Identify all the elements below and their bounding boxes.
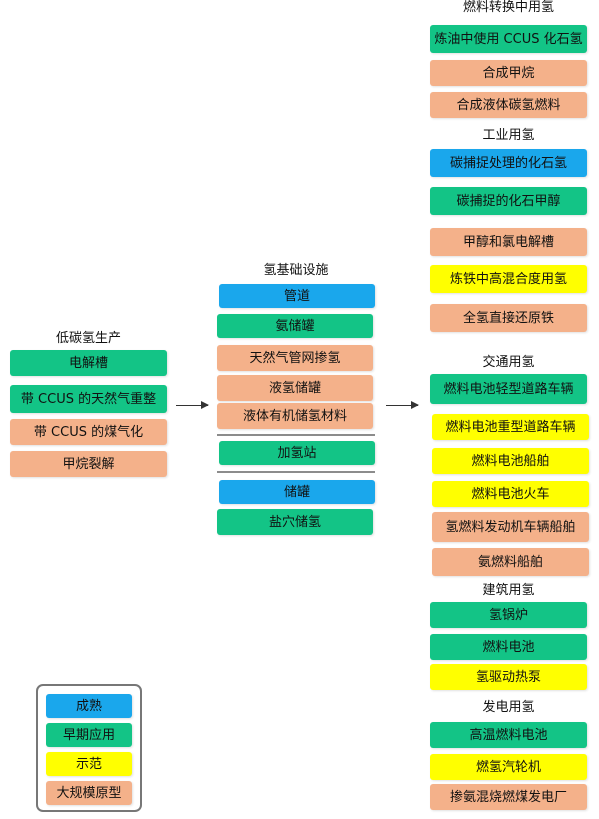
use-h2-heat-pump: 氢驱动热泵 [430, 664, 587, 690]
use-fossil-h2-with-capture: 碳捕捉处理的化石氢 [430, 149, 587, 177]
arrow-production-to-infrastructure [176, 401, 209, 409]
production-item-coal-gasification-ccus: 带 CCUS 的煤气化 [10, 419, 167, 445]
use-h2-boiler: 氢锅炉 [430, 602, 587, 628]
infrastructure-item-lohc: 液体有机储氢材料 [217, 403, 373, 429]
infrastructure-divider-2 [217, 471, 375, 473]
transport-title: 交通用氢 [482, 355, 535, 370]
use-fossil-methanol-with-capture: 碳捕捉的化石甲醇 [430, 187, 587, 215]
use-high-temp-fuel-cell: 高温燃料电池 [430, 722, 587, 748]
production-item-electrolyzer: 电解槽 [10, 350, 167, 376]
buildings-title: 建筑用氢 [482, 583, 535, 598]
legend-item-demonstration: 示范 [46, 752, 132, 776]
infrastructure-item-grid-blending: 天然气管网掺氢 [217, 345, 373, 371]
use-full-h2-dri: 全氢直接还原铁 [430, 304, 587, 332]
use-synthetic-methane: 合成甲烷 [430, 60, 587, 86]
power-title: 发电用氢 [482, 700, 535, 715]
use-fc-light-vehicle: 燃料电池轻型道路车辆 [430, 374, 587, 404]
use-ammonia-cofiring-coal-plant: 掺氨混烧燃煤发电厂 [430, 784, 587, 810]
production-title: 低碳氢生产 [55, 331, 121, 346]
use-fc-train: 燃料电池火车 [432, 481, 589, 507]
infrastructure-item-salt-cavern: 盐穴储氢 [217, 509, 373, 535]
use-fc-heavy-vehicle: 燃料电池重型道路车辆 [432, 414, 589, 440]
legend-item-large-prototype: 大规模原型 [46, 781, 132, 805]
use-methanol-chlor-alkali: 甲醇和氯电解槽 [430, 228, 587, 256]
use-fc-ship: 燃料电池船舶 [432, 448, 589, 474]
legend: 成熟 早期应用 示范 大规模原型 [36, 684, 142, 812]
use-h2-engine-vehicle-ship: 氢燃料发动机车辆船舶 [432, 512, 589, 542]
infrastructure-title: 氢基础设施 [263, 263, 329, 278]
use-high-blend-h2-ironmaking: 炼铁中高混合度用氢 [430, 265, 587, 293]
production-item-methane-pyrolysis: 甲烷裂解 [10, 451, 167, 477]
infrastructure-item-pipeline: 管道 [219, 284, 375, 308]
legend-item-early-adoption: 早期应用 [46, 723, 132, 747]
industry-title: 工业用氢 [482, 128, 535, 143]
infrastructure-divider-1 [217, 434, 375, 436]
use-fossil-h2-refining-ccus: 炼油中使用 CCUS 化石氢 [430, 25, 587, 53]
use-h2-gas-turbine: 燃氢汽轮机 [430, 754, 587, 780]
production-item-gas-reforming-ccus: 带 CCUS 的天然气重整 [10, 385, 167, 413]
use-synthetic-liquid-fuel: 合成液体碳氢燃料 [430, 92, 587, 118]
infrastructure-item-ammonia-tank: 氨储罐 [217, 314, 373, 338]
use-building-fuel-cell: 燃料电池 [430, 634, 587, 660]
fuel-conversion-title: 燃料转换中用氢 [462, 0, 554, 15]
infrastructure-item-storage-tank: 储罐 [219, 480, 375, 504]
infrastructure-item-liquid-h2-tank: 液氢储罐 [217, 375, 373, 401]
arrow-infrastructure-to-uses [386, 401, 419, 409]
legend-item-mature: 成熟 [46, 694, 132, 718]
use-ammonia-ship: 氨燃料船舶 [432, 548, 589, 576]
infrastructure-item-refueling-station: 加氢站 [219, 441, 375, 465]
